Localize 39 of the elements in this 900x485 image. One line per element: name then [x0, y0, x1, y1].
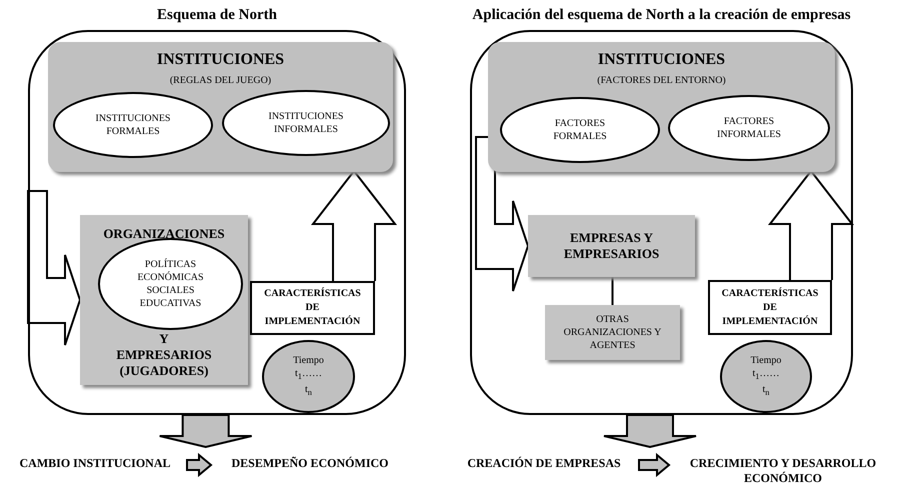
ellipse-label: INSTITUCIONES FORMALES	[96, 112, 170, 138]
outcome-text: CRECIMIENTO Y DESARROLLO ECONÓMICO	[688, 456, 878, 485]
ellipse-label: INSTITUCIONES INFORMALES	[268, 110, 344, 136]
panel-heading: INSTITUCIONES	[598, 50, 726, 70]
shaded-box	[80, 215, 248, 385]
panel-subheading: (FACTORES DEL ENTORNO)	[597, 74, 726, 87]
block-arrow	[768, 169, 854, 281]
diagram-heading: Aplicación del esquema de North a la creación de empresas	[472, 6, 851, 25]
ellipse-label: FACTORES FORMALES	[553, 117, 607, 143]
ellipse-label: FACTORES INFORMALES	[717, 115, 781, 141]
rounded-panel	[488, 42, 835, 172]
block-arrow	[638, 452, 671, 478]
diagram-heading: Esquema de North	[156, 6, 277, 25]
shaded-box	[545, 305, 680, 360]
outcome-text: CREACIÓN DE EMPRESAS	[466, 456, 622, 471]
connector-line	[612, 277, 614, 305]
block-arrow	[186, 452, 213, 478]
outcome-text: DESEMPEÑO ECONÓMICO	[230, 456, 390, 471]
box-label: CARACTERÍSTICAS DE IMPLEMENTACIÓN	[264, 287, 361, 329]
text-box	[250, 281, 375, 335]
ellipse-label: Tiempo t$_{1}$……t$_{n}$	[293, 354, 324, 399]
block-arrow	[603, 414, 697, 448]
rounded-panel	[48, 42, 393, 172]
block-arrow	[158, 414, 253, 448]
panel-subheading: (REGLAS DEL JUEGO)	[170, 74, 272, 87]
box-heading: ORGANIZACIONES	[103, 226, 225, 241]
box-label: OTRAS ORGANIZACIONES Y AGENTES	[562, 313, 662, 352]
block-arrow	[475, 136, 530, 292]
box-label: CARACTERÍSTICAS DE IMPLEMENTACIÓN	[722, 286, 818, 328]
ellipse-label: Tiempo t$_{1}$……t$_{n}$	[750, 354, 782, 399]
outcome-text: CAMBIO INSTITUCIONAL	[18, 456, 172, 471]
text-box	[708, 280, 832, 335]
box-label: EMPRESAS Y EMPRESARIOS	[564, 230, 660, 262]
shaded-box	[528, 215, 695, 277]
block-arrow	[27, 190, 82, 346]
block-arrow	[310, 169, 398, 282]
ellipse-label: POLÍTICAS ECONÓMICAS SOCIALES EDUCATIVAS	[137, 258, 204, 310]
box-label: Y EMPRESARIOS (JUGADORES)	[116, 331, 212, 379]
panel-heading: INSTITUCIONES	[156, 50, 284, 70]
